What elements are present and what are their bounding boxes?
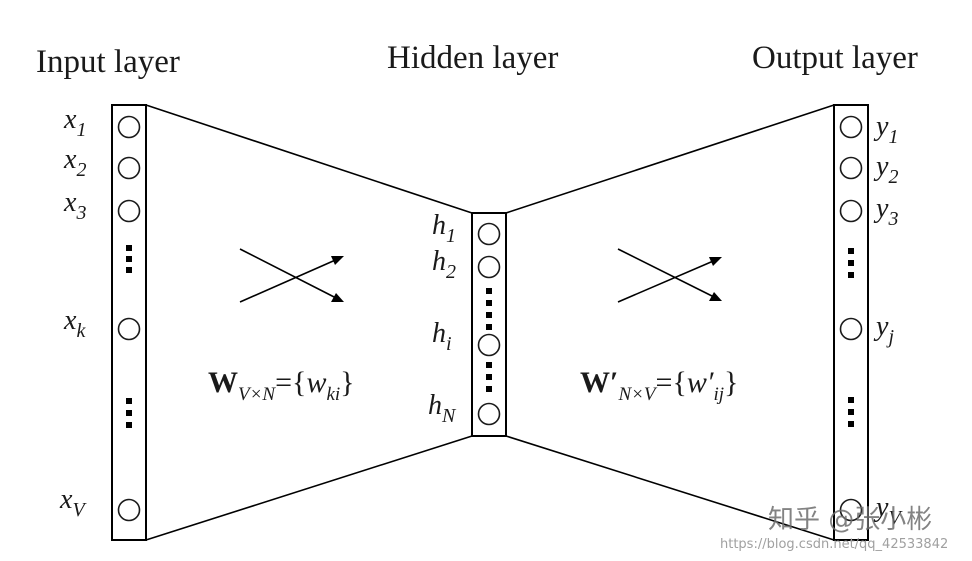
output-label-y2: y2 bbox=[873, 151, 898, 188]
input-label-x2: x2 bbox=[63, 144, 86, 181]
input-label-xk: xk bbox=[63, 305, 86, 342]
input-hidden-top-edge bbox=[145, 104, 473, 214]
output-node-y3 bbox=[839, 199, 863, 223]
output-node-y2 bbox=[839, 156, 863, 180]
hidden-ellipsis-upper bbox=[486, 288, 492, 330]
watermark-zhihu: 知乎 @张小彬 bbox=[768, 505, 932, 535]
hidden-node-hN bbox=[477, 402, 501, 426]
hidden-output-bottom-edge bbox=[505, 435, 835, 541]
input-label-x1: x1 bbox=[63, 104, 86, 141]
output-ellipsis-upper bbox=[848, 248, 854, 278]
input-label-x3: x3 bbox=[63, 187, 86, 224]
input-ellipsis-lower bbox=[126, 398, 132, 428]
output-nodes bbox=[839, 115, 863, 522]
output-label-y1: y1 bbox=[873, 111, 898, 148]
hidden-label-h1: h1 bbox=[432, 210, 456, 247]
input-hidden-bottom-edge bbox=[145, 435, 473, 541]
hidden-node-h2 bbox=[477, 255, 501, 279]
input-layer-heading: Input layer bbox=[36, 44, 180, 80]
output-label-yV: yV bbox=[873, 492, 903, 529]
input-node-x3 bbox=[117, 199, 141, 223]
output-node-yj bbox=[839, 317, 863, 341]
output-label-yj: yj bbox=[873, 311, 894, 348]
output-layer-heading: Output layer bbox=[752, 40, 918, 76]
hidden-output-top-edge bbox=[505, 104, 835, 214]
output-weight-matrix-label: W′N×V={w′ij} bbox=[580, 366, 738, 405]
hidden-ellipsis-lower bbox=[486, 362, 492, 392]
output-node-yV bbox=[839, 498, 863, 522]
input-nodes bbox=[117, 115, 141, 522]
hidden-nodes bbox=[477, 222, 501, 426]
input-node-xV bbox=[117, 498, 141, 522]
output-label-y3: y3 bbox=[873, 193, 898, 230]
input-node-x2 bbox=[117, 156, 141, 180]
output-ellipsis-lower bbox=[848, 397, 854, 427]
hidden-node-hi bbox=[477, 333, 501, 357]
hidden-label-h2: h2 bbox=[432, 246, 456, 283]
hidden-node-h1 bbox=[477, 222, 501, 246]
hidden-label-hi: hi bbox=[432, 318, 452, 355]
output-node-y1 bbox=[839, 115, 863, 139]
input-crossing-arrows bbox=[239, 248, 344, 303]
input-ellipsis-upper bbox=[126, 245, 132, 273]
input-node-x1 bbox=[117, 115, 141, 139]
input-node-xk bbox=[117, 317, 141, 341]
output-crossing-arrows bbox=[617, 248, 722, 303]
hidden-label-hN: hN bbox=[428, 390, 457, 427]
input-weight-matrix-label: WV×N={wki} bbox=[208, 366, 355, 405]
watermark-url: https://blog.csdn.net/qq_42533842 bbox=[720, 537, 948, 552]
hidden-layer-heading: Hidden layer bbox=[387, 40, 558, 76]
input-label-xV: xV bbox=[59, 484, 87, 521]
